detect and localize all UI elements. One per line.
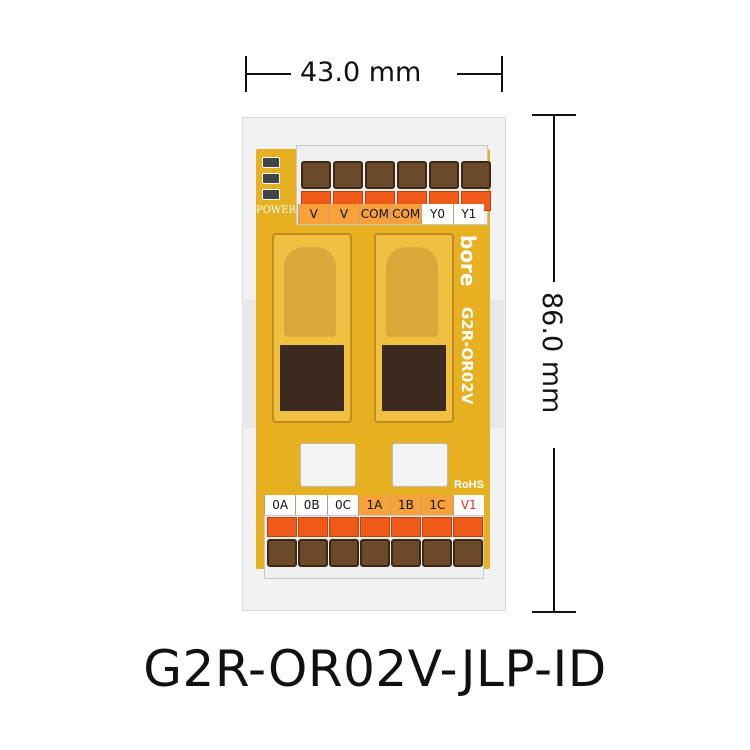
height-dim-label: 86.0 mm <box>536 292 567 414</box>
top-label-com1: COM <box>358 204 391 224</box>
bottom-label-1c: 1C <box>421 495 453 515</box>
relay-1 <box>272 233 352 423</box>
bottom-screw[interactable] <box>267 539 297 567</box>
bottom-screw[interactable] <box>329 539 359 567</box>
relay-2-armature <box>386 247 438 337</box>
board-model: G2R-OR02V <box>458 307 476 405</box>
top-terminal-labels: V V COM COM Y0 Y1 <box>298 204 484 224</box>
bottom-label-0c: 0C <box>326 495 359 515</box>
product-model-title: G2R-OR02V-JLP-ID <box>143 640 607 698</box>
relay-1-coil <box>280 345 344 411</box>
width-dim-right-line <box>457 73 501 75</box>
bottom-lever[interactable] <box>360 517 390 537</box>
bottom-lever[interactable] <box>298 517 328 537</box>
bottom-lever[interactable] <box>391 517 421 537</box>
top-label-y0: Y0 <box>421 204 453 224</box>
bottom-lever[interactable] <box>422 517 452 537</box>
top-screw[interactable] <box>301 161 331 189</box>
led-1 <box>262 157 280 168</box>
led-3 <box>262 189 280 200</box>
top-label-v1: V <box>298 204 329 224</box>
height-dim-top-tick <box>532 114 576 116</box>
top-screw[interactable] <box>397 161 427 189</box>
width-dim-right-tick <box>501 56 503 92</box>
bottom-screw[interactable] <box>422 539 452 567</box>
board-brand: bore <box>456 235 480 287</box>
bottom-lever[interactable] <box>329 517 359 537</box>
width-dim-label: 43.0 mm <box>300 57 422 88</box>
relay-module-photo: POWER V V COM COM Y0 Y1 bore G2R-OR02V R… <box>242 117 506 611</box>
top-screw[interactable] <box>333 161 363 189</box>
relay-2 <box>374 233 454 423</box>
relay-1-armature <box>284 247 336 337</box>
power-label: POWER <box>256 205 297 216</box>
bottom-screws <box>267 517 483 573</box>
connector-2[interactable] <box>392 443 448 487</box>
top-screw[interactable] <box>461 161 491 189</box>
bottom-label-1b: 1B <box>389 495 422 515</box>
bottom-screw[interactable] <box>298 539 328 567</box>
bottom-label-v1: V1 <box>452 495 484 515</box>
top-label-com2: COM <box>390 204 422 224</box>
width-dim-left-line <box>247 73 291 75</box>
top-screw[interactable] <box>365 161 395 189</box>
width-dim-left-tick <box>245 56 247 92</box>
top-label-v2: V <box>328 204 359 224</box>
top-screw[interactable] <box>429 161 459 189</box>
led-2 <box>262 173 280 184</box>
bottom-screw[interactable] <box>360 539 390 567</box>
bottom-lever[interactable] <box>453 517 483 537</box>
top-label-y1: Y1 <box>452 204 484 224</box>
height-dim-bottom-tick <box>532 611 576 613</box>
bottom-lever[interactable] <box>267 517 297 537</box>
connector-1[interactable] <box>300 443 356 487</box>
relay-2-coil <box>382 345 446 411</box>
height-dim-bottom-line <box>553 448 555 612</box>
height-dim-top-line <box>553 116 555 282</box>
bottom-label-0a: 0A <box>264 495 296 515</box>
bottom-label-0b: 0B <box>295 495 327 515</box>
bottom-label-1a: 1A <box>358 495 390 515</box>
rohs-label: RoHS <box>454 479 484 491</box>
bottom-terminal-labels: 0A 0B 0C 1A 1B 1C V1 <box>264 495 484 515</box>
bottom-screw[interactable] <box>453 539 483 567</box>
bottom-screw[interactable] <box>391 539 421 567</box>
